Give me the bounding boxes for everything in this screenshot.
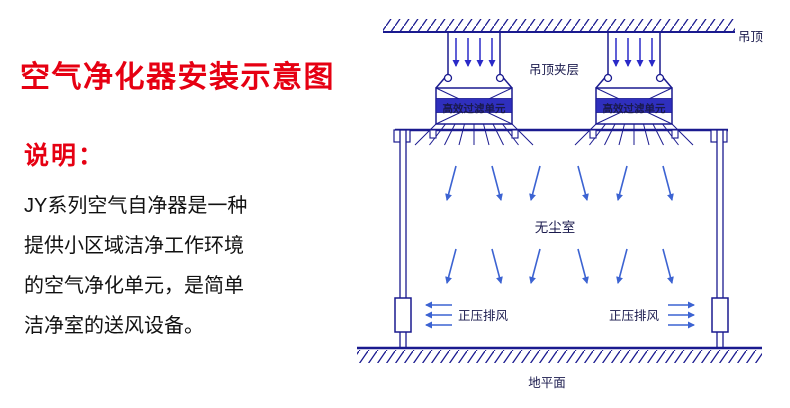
filter-unit-label: 高效过滤单元 — [443, 102, 506, 115]
cleanroom-walls — [394, 129, 729, 349]
filter-unit-label: 高效过滤单元 — [603, 102, 666, 115]
diffuser-fan-lines — [574, 123, 694, 146]
structural-ceiling — [383, 19, 735, 33]
exhaust-vent-right — [711, 297, 729, 333]
suspended-ceiling-beam — [393, 128, 728, 143]
description-line: JY系列空气自净器是一种 — [24, 195, 248, 217]
exhaust-right-label: 正压排风 — [609, 309, 660, 323]
exhaust-arrows-right — [668, 301, 695, 329]
cleanroom-label: 无尘室 — [535, 219, 576, 235]
supply-air-arrows — [612, 38, 656, 67]
ceiling-label: 吊顶 — [738, 30, 764, 44]
filter-unit-right — [574, 32, 694, 146]
description-heading: 说明： — [24, 142, 106, 170]
description-line: 的空气净化单元，是简单 — [24, 275, 244, 297]
description-line: 洁净室的送风设备。 — [24, 315, 204, 337]
exhaust-left-label: 正压排风 — [458, 309, 509, 323]
description-line: 提供小区域洁净工作环境 — [24, 235, 244, 257]
filter-unit-left — [414, 32, 534, 146]
exhaust-arrows-left — [425, 301, 452, 329]
ground — [357, 346, 762, 363]
page-title: 空气净化器安装示意图 — [20, 61, 335, 94]
exhaust-vent-left — [394, 297, 412, 333]
ground-label: 地平面 — [528, 376, 566, 390]
diffuser-fan-lines — [414, 123, 534, 146]
cleanroom-airflow-arrows — [445, 165, 674, 284]
installation-diagram: 吊顶 吊顶夹层 — [357, 19, 764, 390]
description-text: JY系列空气自净器是一种 提供小区域洁净工作环境 的空气净化单元，是简单 洁净室… — [24, 186, 354, 346]
supply-air-arrows — [452, 38, 496, 67]
plenum-label: 吊顶夹层 — [529, 63, 579, 77]
